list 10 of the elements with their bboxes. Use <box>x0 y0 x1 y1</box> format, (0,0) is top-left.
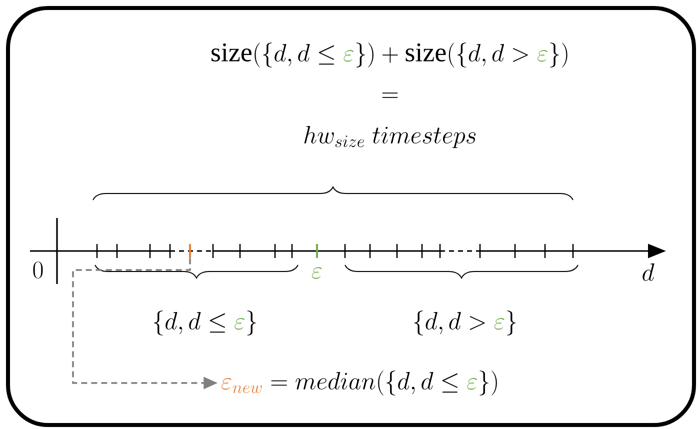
tick-mark <box>189 244 191 258</box>
axis-label: $d$ <box>642 263 654 281</box>
formula: $\textcolor[HTML]{ED7D31}{\varepsilon_{new}} = median(\{d, d \le \textcolor[HTML]{70AD47}{\varepsilon}\})$ <box>221 370 497 396</box>
axis-label: $\textcolor[HTML]{70AD47}{\varepsilon}$ <box>312 267 322 279</box>
axis-label: $0$ <box>33 262 43 278</box>
formula: $=$ <box>382 92 398 98</box>
formula: $hw_{size}\ timesteps$ <box>304 126 476 148</box>
set-label: $\{d, d \le \textcolor[HTML]{70AD47}{\varepsilon}\}$ <box>154 310 256 336</box>
formula: $\mathrm{size}(\{d, d \le \textcolor[HTML]{70AD47}{\varepsilon}\}) + \mathrm{size}(\{d, d > \textcolor[HTML]{70AD47}{\varepsilon}\})$ <box>212 42 568 68</box>
set-label: $\{d, d > \textcolor[HTML]{70AD47}{\varepsilon}\}$ <box>414 310 516 336</box>
